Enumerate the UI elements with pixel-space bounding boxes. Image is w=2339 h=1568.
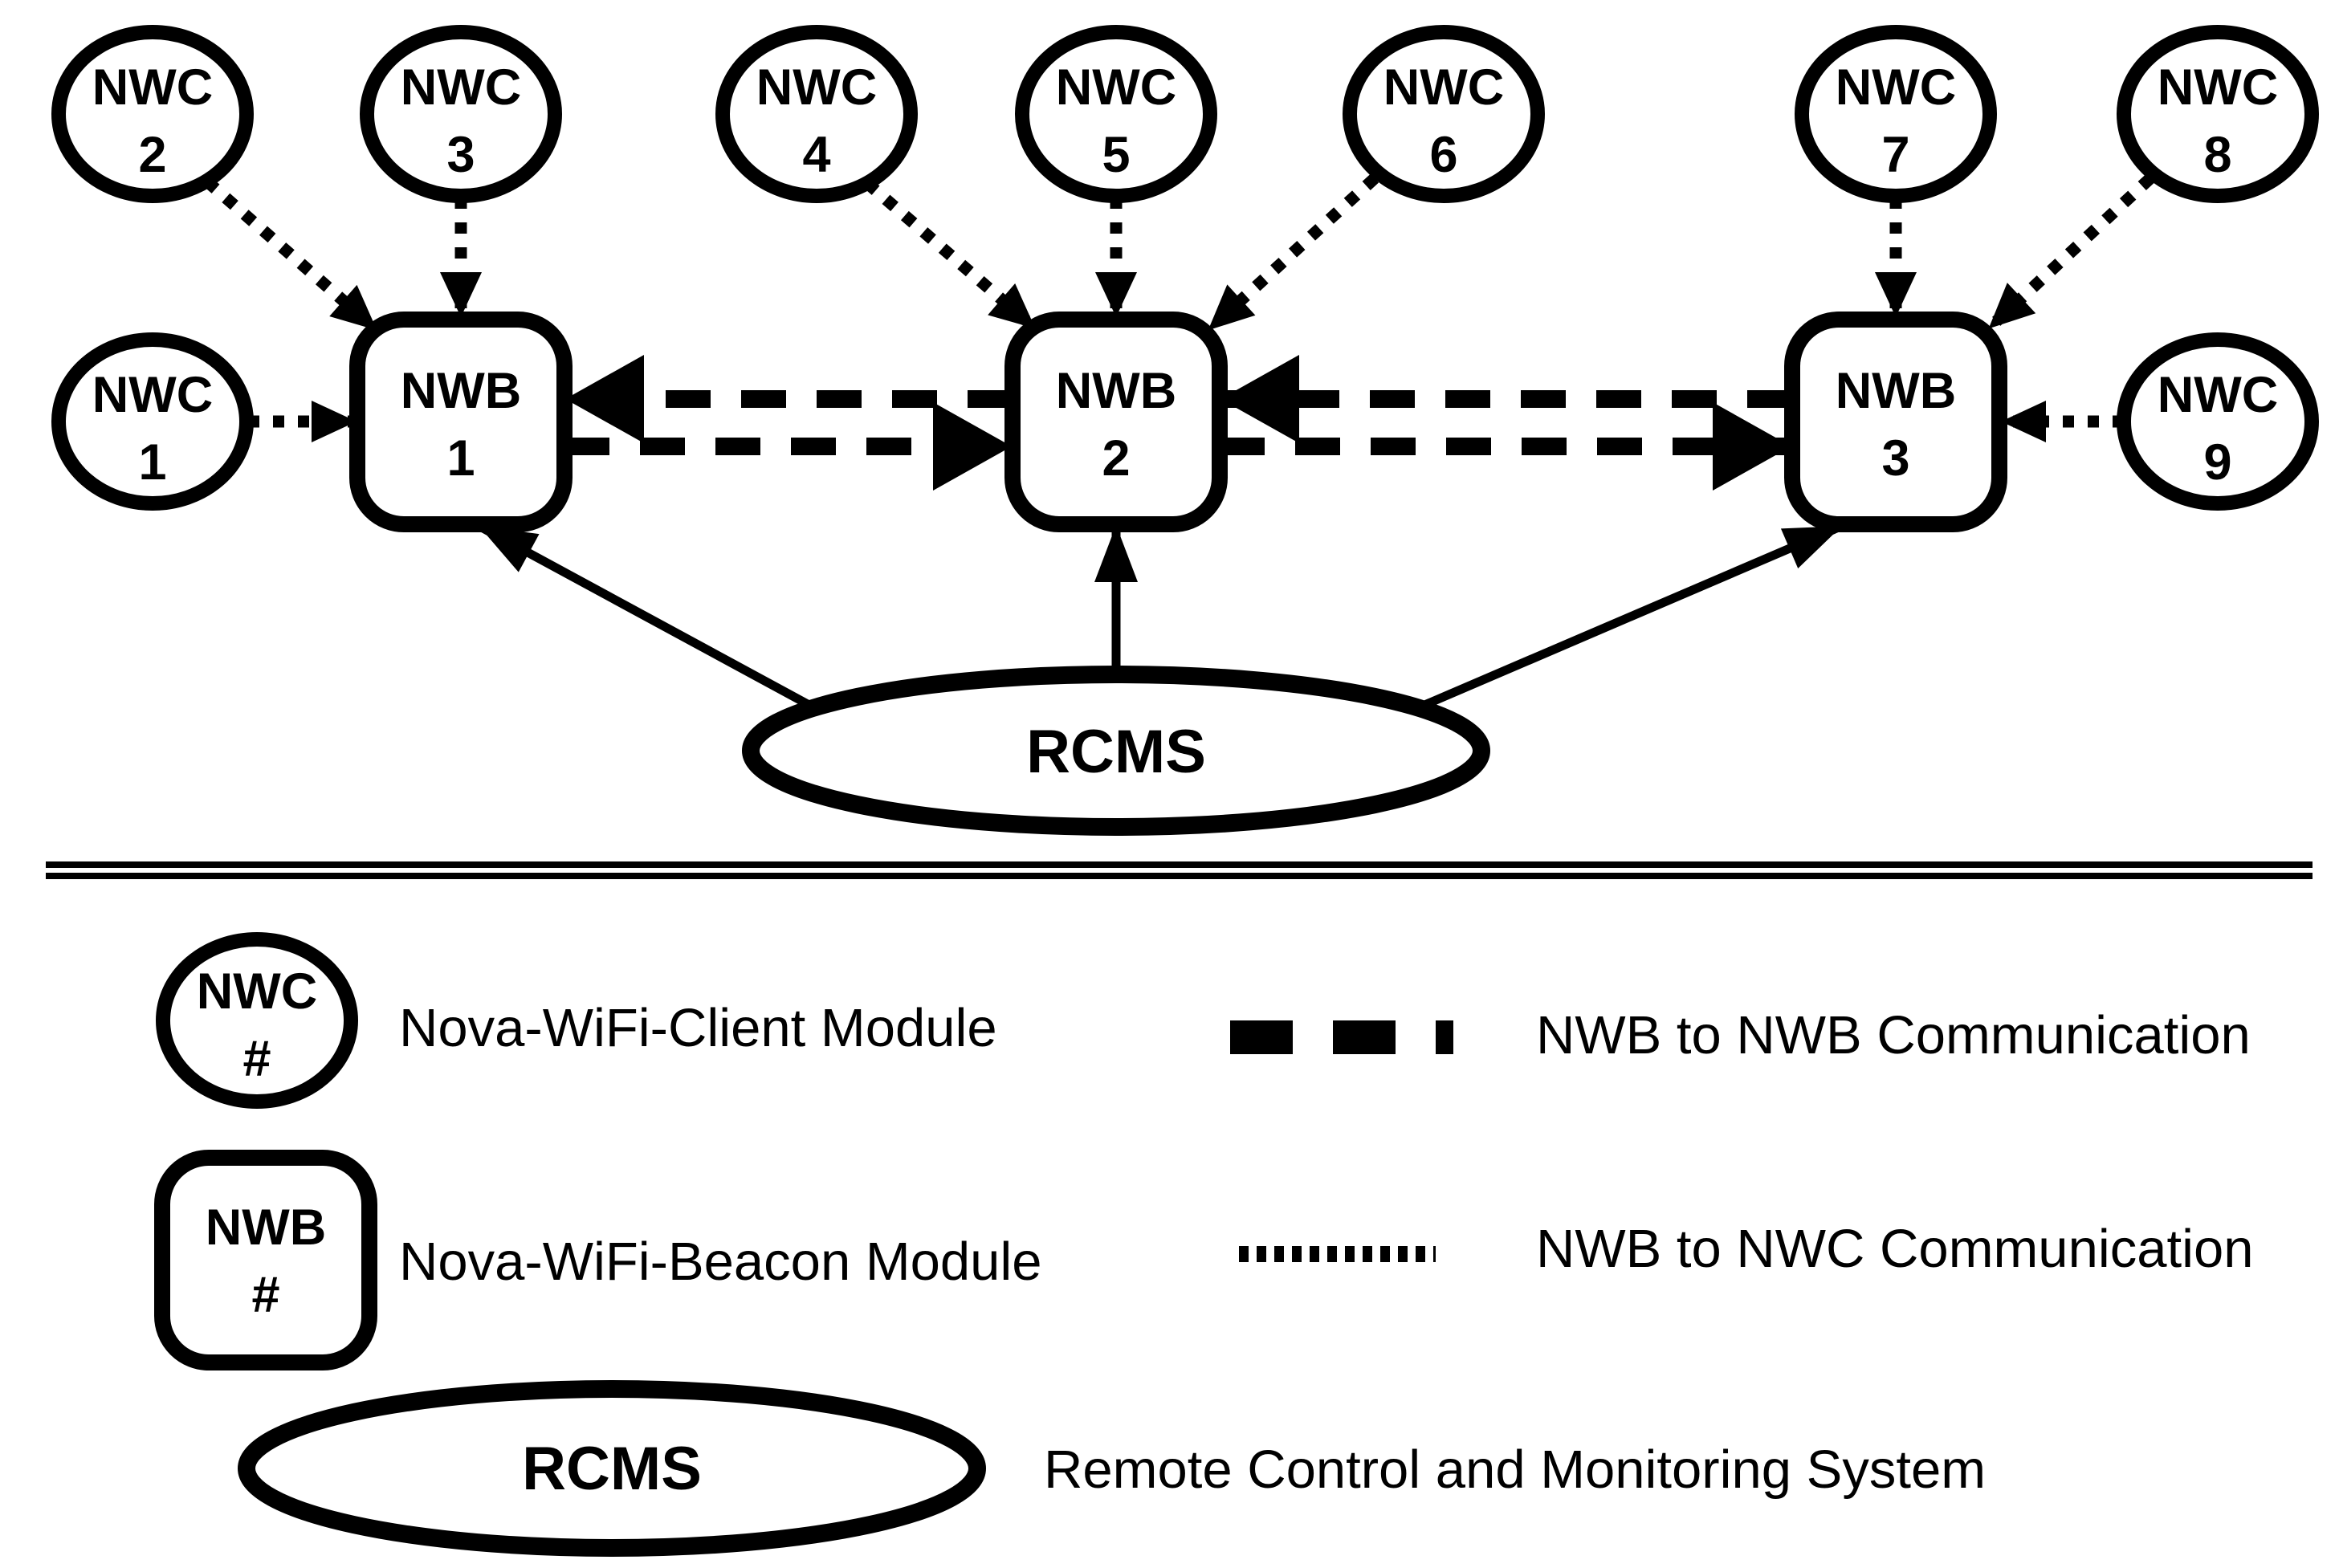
nwc6-label: NWC: [1383, 59, 1504, 116]
edges-rcms-to-nwb: [478, 522, 1843, 713]
legend-rcms-description: Remote Control and Monitoring System: [1044, 1440, 1986, 1500]
nwc4-ellipse: [715, 25, 918, 203]
nwc7-label: NWC: [1836, 59, 1956, 116]
nwc1-number: 1: [138, 434, 166, 491]
nwc8-label: NWC: [2158, 59, 2278, 116]
separator-double-line: [46, 861, 2313, 879]
node-nwc-3: NWC 3: [360, 25, 562, 203]
nwc5-number: 5: [1102, 127, 1130, 183]
nwb3-box: [1784, 312, 2007, 532]
nwb1-label: NWB: [401, 363, 521, 419]
rcms-ellipse: [742, 666, 1490, 836]
legend-nwb-box: [154, 1150, 377, 1370]
legend-nwb-number: #: [251, 1267, 279, 1323]
edges-nwb-to-nwb: [564, 355, 1792, 491]
nwb2-box: [1004, 312, 1228, 532]
node-nwb-2: NWB 2: [1004, 312, 1228, 532]
edge-nwc4-to-nwb2-dotted: [863, 178, 1038, 332]
nwc2-label: NWC: [92, 59, 213, 116]
nwc1-ellipse: [51, 332, 254, 511]
legend-nwc-label: NWC: [197, 963, 317, 1020]
nwb2-number: 2: [1102, 430, 1130, 487]
node-nwc-6: NWC 6: [1343, 25, 1545, 203]
nwc3-label: NWC: [401, 59, 521, 116]
nwc9-label: NWC: [2158, 367, 2278, 423]
nwc6-number: 6: [1429, 127, 1457, 183]
legend-nwb-label: NWB: [206, 1199, 326, 1256]
node-nwb-1: NWB 1: [349, 312, 573, 532]
node-nwc-4: NWC 4: [715, 25, 918, 203]
nwc3-ellipse: [360, 25, 562, 203]
rcms-label: RCMS: [1026, 718, 1206, 786]
legend-item-nwb: NWB # Nova-WiFi-Beacon Module: [154, 1150, 1042, 1370]
nwc8-number: 8: [2203, 127, 2231, 183]
nwc5-label: NWC: [1056, 59, 1176, 116]
legend: NWC # Nova-WiFi-Client Module NWB to NWB…: [154, 932, 2254, 1557]
nwc2-number: 2: [138, 127, 166, 183]
node-nwc-2: NWC 2: [51, 25, 254, 203]
edge-nwc8-to-nwb3-dotted: [1985, 173, 2155, 332]
legend-item-nwc: NWC # Nova-WiFi-Client Module: [156, 932, 997, 1109]
nwb3-number: 3: [1881, 430, 1909, 487]
legend-item-nwb-to-nwb: NWB to NWB Communication: [1230, 1005, 2251, 1065]
node-nwc-8: NWC 8: [2117, 25, 2319, 203]
nwc3-number: 3: [446, 127, 475, 183]
legend-nwc-ellipse: [156, 932, 358, 1109]
legend-nwb-to-nwb-description: NWB to NWB Communication: [1536, 1005, 2251, 1065]
nwc2-ellipse: [51, 25, 254, 203]
legend-rcms-ellipse: [238, 1380, 986, 1557]
legend-nwc-description: Nova-WiFi-Client Module: [399, 998, 997, 1058]
edge-rcms-to-nwb1-solid: [478, 523, 817, 712]
nwc5-ellipse: [1015, 25, 1217, 203]
legend-nwc-number: #: [242, 1031, 271, 1087]
nwb1-box: [349, 312, 573, 532]
nwc6-ellipse: [1343, 25, 1545, 203]
node-nwc-9: NWC 9: [2117, 332, 2319, 511]
legend-nwb-to-nwc-description: NWB to NWC Communication: [1536, 1219, 2254, 1279]
node-rcms: RCMS: [742, 666, 1490, 836]
nwb3-label: NWB: [1836, 363, 1956, 419]
edge-rcms-to-nwb3-solid: [1415, 522, 1843, 713]
node-nwb-3: NWB 3: [1784, 312, 2007, 532]
node-nwc-5: NWC 5: [1015, 25, 1217, 203]
nwb2-label: NWB: [1056, 363, 1176, 419]
legend-item-nwb-to-nwc: NWB to NWC Communication: [1239, 1219, 2254, 1279]
nwc9-ellipse: [2117, 332, 2319, 511]
nwc4-number: 4: [802, 127, 830, 183]
node-nwc-1: NWC 1: [51, 332, 254, 511]
edges-nwc-to-nwb: [203, 173, 2155, 442]
nwc4-label: NWC: [756, 59, 877, 116]
legend-item-rcms: RCMS Remote Control and Monitoring Syste…: [238, 1380, 1986, 1557]
legend-rcms-label: RCMS: [522, 1435, 702, 1503]
legend-nwb-description: Nova-WiFi-Beacon Module: [399, 1232, 1042, 1292]
nwc7-ellipse: [1795, 25, 1997, 203]
node-nwc-7: NWC 7: [1795, 25, 1997, 203]
nwc9-number: 9: [2203, 434, 2231, 491]
nwb1-number: 1: [446, 430, 475, 487]
nwc1-label: NWC: [92, 367, 213, 423]
nwc7-number: 7: [1881, 127, 1909, 183]
nwc8-ellipse: [2117, 25, 2319, 203]
